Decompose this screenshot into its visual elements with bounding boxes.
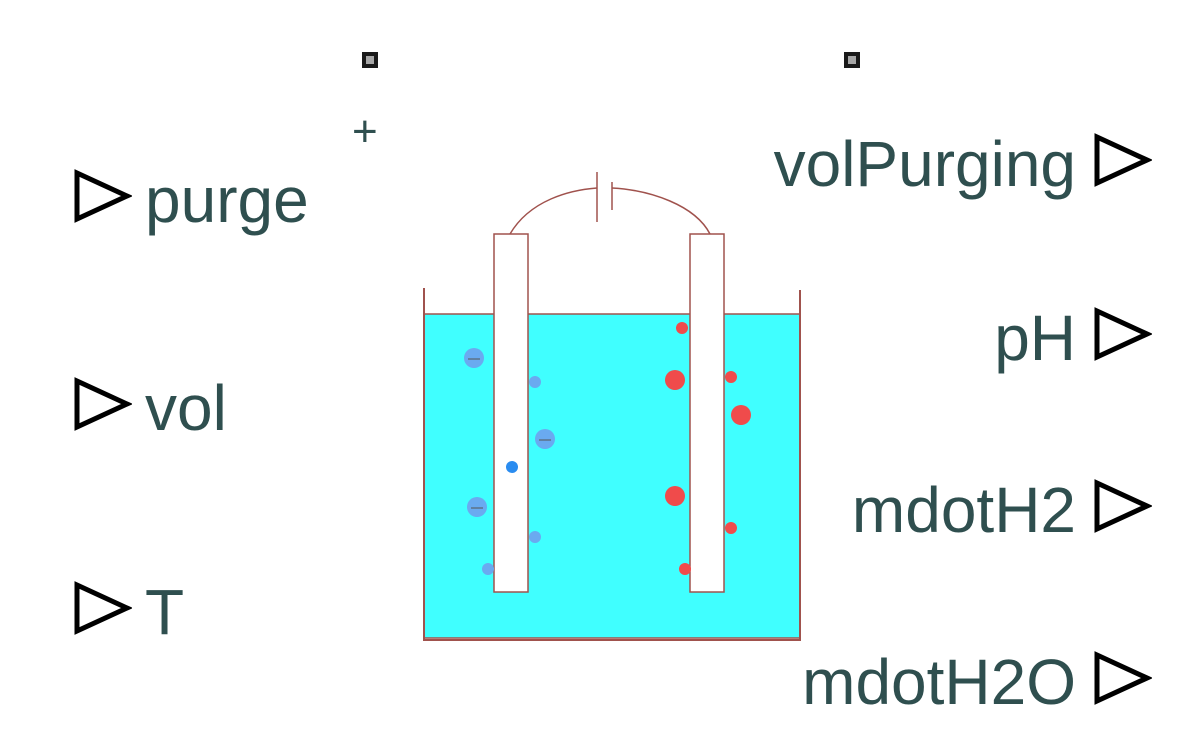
anion-bubble — [482, 563, 494, 575]
anode-electrode — [493, 233, 529, 593]
positive-pin[interactable] — [362, 52, 378, 68]
cation-bubbles — [665, 322, 751, 575]
purge-input-icon[interactable] — [72, 168, 132, 228]
mdotH2O-output-icon[interactable] — [1092, 650, 1152, 710]
anion-bubble — [464, 348, 484, 368]
T-input-icon[interactable] — [72, 580, 132, 640]
anion-bubble — [535, 429, 555, 449]
cathode-electrode — [689, 233, 725, 593]
vol-input-icon[interactable] — [72, 376, 132, 436]
anion-bubble — [529, 376, 541, 388]
anion-bubbles — [464, 348, 555, 575]
cation-bubble — [665, 486, 685, 506]
positive-sign: + — [352, 107, 378, 156]
negative-pin[interactable] — [844, 52, 860, 68]
electrolyte — [423, 313, 801, 639]
tank-outline — [423, 288, 801, 641]
cation-bubble — [676, 322, 688, 334]
cation-bubble — [725, 371, 737, 383]
cation-bubble — [665, 370, 685, 390]
mdotH2-output-label: mdotH2 — [851, 474, 1076, 546]
cation-bubble — [679, 563, 691, 575]
anion-bubble — [529, 531, 541, 543]
volPurging-output-label: volPurging — [773, 128, 1076, 200]
anion-bubble — [506, 461, 518, 473]
mdotH2-output-icon[interactable] — [1092, 478, 1152, 538]
cation-bubble — [725, 522, 737, 534]
vol-input-label: vol — [145, 372, 227, 444]
volPurging-output-icon[interactable] — [1092, 132, 1152, 192]
pH-output-icon[interactable] — [1092, 306, 1152, 366]
pH-output-label: pH — [994, 302, 1076, 374]
T-input-label: T — [145, 576, 185, 648]
anion-bubble — [467, 497, 487, 517]
cation-bubble — [731, 405, 751, 425]
wire — [509, 187, 711, 235]
purge-input-label: purge — [145, 164, 309, 236]
mdotH2O-output-label: mdotH2O — [802, 646, 1076, 718]
